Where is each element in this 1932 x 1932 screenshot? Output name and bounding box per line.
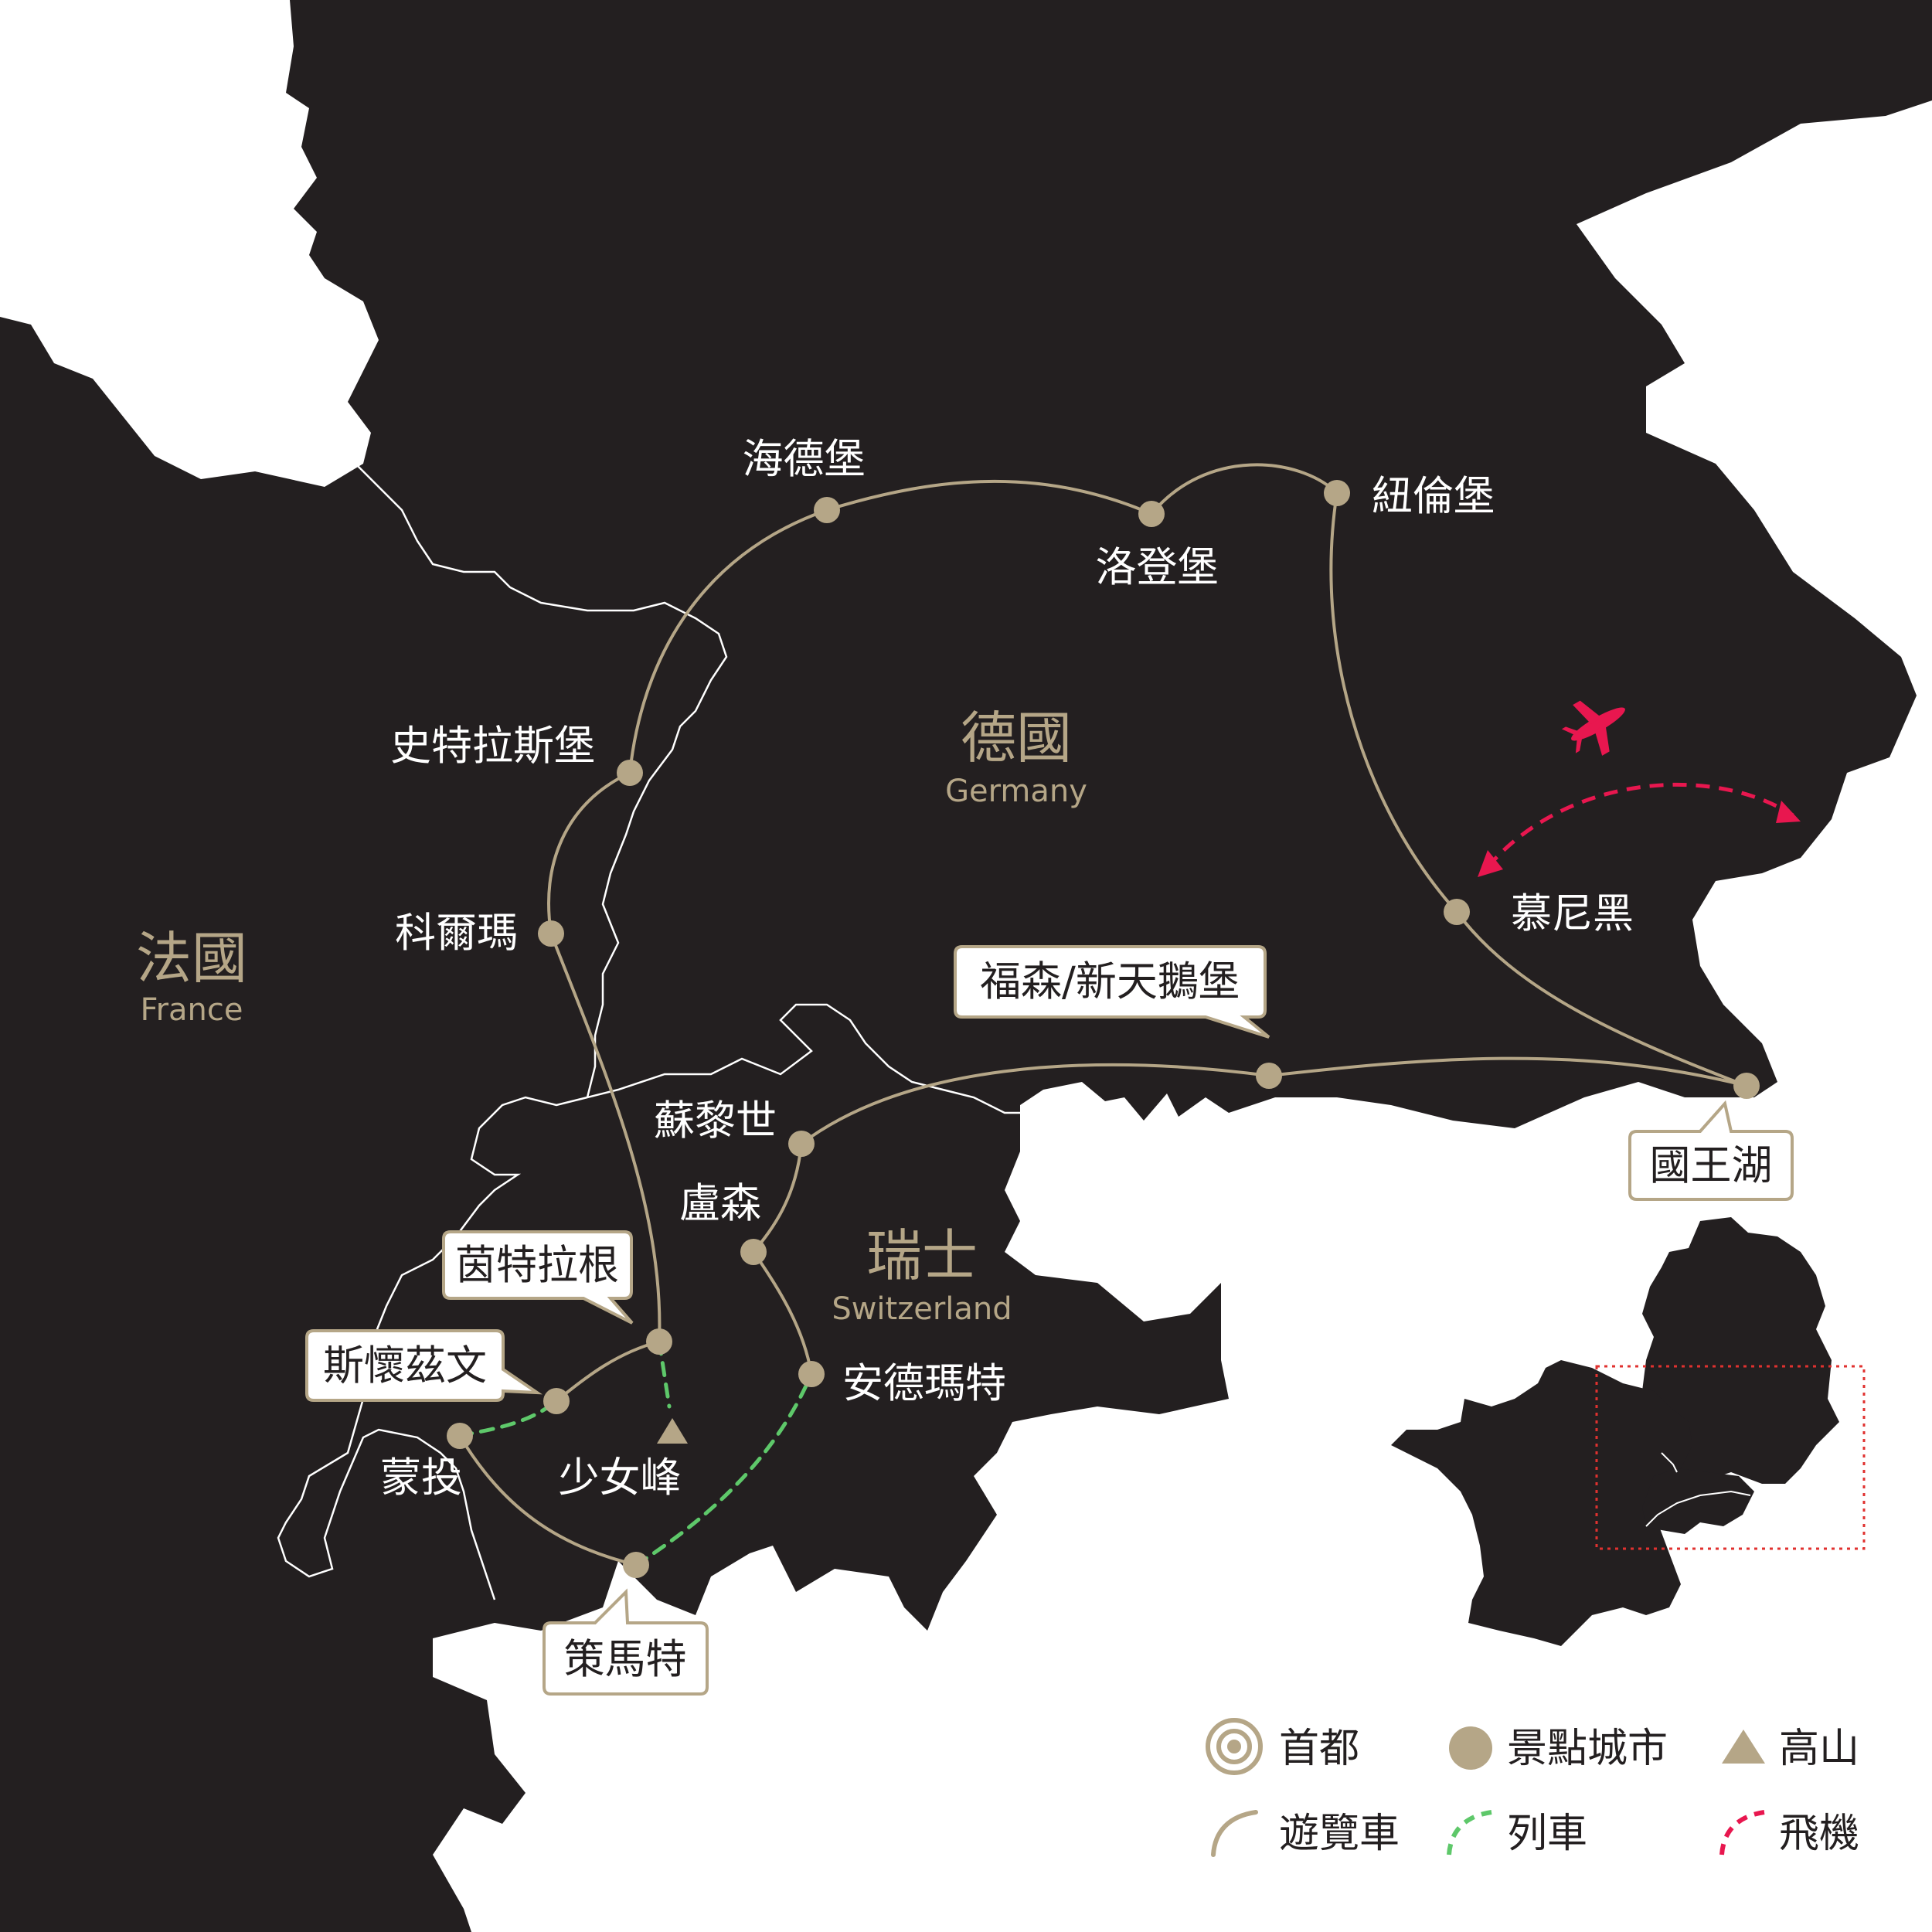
mountain-jungfrau-icon[interactable] [657,1418,688,1444]
label-zurich: 蘇黎世 [654,1097,777,1145]
border-france-switzerland [277,1096,588,1600]
city-dot-strasbourg[interactable] [617,760,643,786]
callout-koenigssee-label: 國王湖 [1650,1142,1773,1189]
legend-plane-label: 飛機 [1779,1811,1859,1857]
label-strasbourg: 史特拉斯堡 [390,723,595,770]
train-route-zermatt-andermatt [634,1372,814,1567]
coach-route-strasbourg-heidelberg [628,509,828,774]
capital-ring-icon [1206,1718,1263,1775]
inset-border-ch [1645,1490,1751,1527]
coach-route-nuremberg-munich [1329,492,1458,913]
callout-schwyz-label: 斯懷茲文 [323,1342,487,1389]
city-dot-andermatt[interactable] [798,1361,825,1387]
legend-scenic-city-label: 景點城市 [1507,1726,1668,1772]
coach-route-montreux-zermatt [458,1434,638,1566]
flight-arrow-right [1776,801,1801,823]
inset-france [1391,1360,1692,1646]
legend-coach: 遊覽車 [1211,1810,1400,1857]
coach-route-munich-koenigssee [1455,910,1748,1087]
airplane-icon [1561,700,1625,756]
label-heidelberg: 海德堡 [743,436,866,483]
legend-train-label: 列車 [1507,1811,1587,1857]
city-dot-nuremberg[interactable] [1324,480,1350,506]
train-line-icon [1447,1810,1492,1855]
city-dot-heidelberg[interactable] [814,497,840,523]
callout-zermatt[interactable]: 策馬特 [543,1588,709,1696]
country-switzerland-en: Switzerland [832,1291,1012,1327]
flight-route-arc [1486,782,1794,869]
label-lucerne: 盧森 [679,1180,761,1227]
coach-route-rothenburg-nuremberg [1150,463,1338,515]
inset-locator-map [1391,1217,1866,1646]
inset-focus-frame [1595,1365,1866,1550]
city-dot-fussen[interactable] [1256,1063,1282,1089]
legend-capital: 首都 [1206,1718,1359,1775]
city-dot-interlaken[interactable] [646,1328,672,1355]
coach-routes [458,463,1748,1566]
city-dot-zermatt[interactable] [623,1552,649,1578]
border-germany-switzerland [587,1003,1020,1114]
label-nuremberg: 紐倫堡 [1372,473,1495,520]
label-colmar: 科爾瑪 [395,910,518,957]
mountain-triangle-icon [1722,1730,1765,1764]
city-dots [447,480,1760,1578]
coach-line-icon [1211,1810,1258,1857]
coach-route-heidelberg-rothenburg [825,479,1153,515]
callout-interlaken-label: 茵特拉根 [455,1242,619,1289]
callout-interlaken[interactable]: 茵特拉根 [442,1230,634,1325]
label-montreux: 蒙投 [380,1454,462,1502]
coach-route-lucerne-andermatt [752,1250,813,1376]
flight-arrow-left [1478,850,1503,877]
label-jungfrau: 少女峰 [559,1454,682,1502]
city-dot-zurich[interactable] [788,1131,815,1157]
country-germany-en: Germany [945,774,1087,809]
inset-germany [1642,1217,1839,1484]
legend-coach-label: 遊覽車 [1279,1811,1400,1857]
legend-capital-label: 首都 [1279,1726,1359,1772]
inset-switzerland [1642,1468,1754,1534]
coach-route-interlaken-schwyz [555,1340,661,1403]
label-andermatt: 安德瑪特 [842,1360,1006,1407]
label-rothenburg: 洛登堡 [1096,544,1219,591]
legend-mountain: 高山 [1722,1726,1859,1772]
label-munich: 慕尼黑 [1511,890,1634,937]
city-dot-schwyz[interactable] [543,1388,570,1414]
inset-border-de-fr [1661,1452,1678,1473]
callout-fussen[interactable]: 福森/新天鵝堡 [954,945,1270,1039]
city-dot-rothenburg[interactable] [1138,501,1165,527]
flight-route [1478,700,1801,877]
country-switzerland-zh: 瑞士 [866,1223,978,1288]
coach-route-strasbourg-colmar [547,771,631,935]
legend-plane: 飛機 [1719,1810,1859,1857]
legend-scenic-city: 景點城市 [1449,1726,1668,1772]
callout-fussen-label: 福森/新天鵝堡 [980,958,1240,1005]
legend-train: 列車 [1447,1810,1587,1857]
coach-route-koenigssee-fussen [1267,1056,1748,1087]
city-dot-koenigssee[interactable] [1733,1073,1760,1099]
country-france-zh: 法國 [136,926,247,991]
city-dot-montreux[interactable] [447,1423,473,1449]
coach-route-fussen-zurich [800,1063,1270,1145]
legend: 首都 景點城市 高山 遊覽車 列車 飛機 [1206,1718,1859,1857]
country-france-en: France [140,992,243,1028]
city-dot-icon [1449,1726,1492,1770]
country-germany-zh: 德國 [961,706,1072,770]
callout-koenigssee[interactable]: 國王湖 [1628,1100,1794,1201]
callout-schwyz[interactable]: 斯懷茲文 [305,1329,543,1402]
plane-line-icon [1719,1810,1765,1855]
city-dot-lucerne[interactable] [740,1239,767,1265]
city-dot-munich[interactable] [1444,899,1470,925]
border-germany-france [347,455,728,1098]
callout-zermatt-label: 策馬特 [564,1636,687,1683]
city-dot-colmar[interactable] [538,920,564,947]
coach-route-colmar-interlaken [549,932,662,1343]
legend-mountain-label: 高山 [1779,1726,1859,1772]
